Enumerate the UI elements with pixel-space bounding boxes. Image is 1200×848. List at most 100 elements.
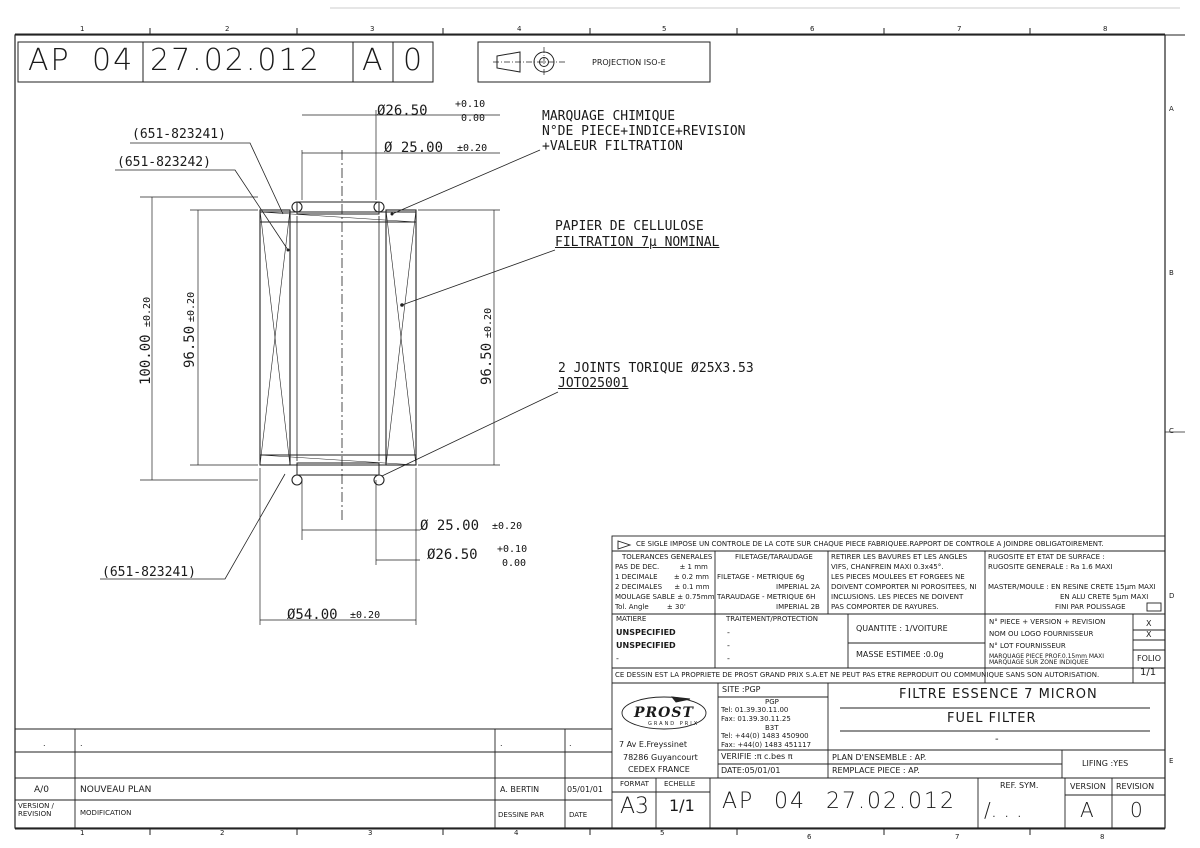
burr-row-6: PAS COMPORTER DE RAYURES.	[831, 603, 939, 611]
rev-row-1-date: .	[569, 739, 572, 748]
grid-top-3: 3	[370, 25, 375, 33]
revision-value: 0	[1130, 798, 1143, 822]
rev-row-1-rev: .	[43, 739, 46, 748]
tolerance-row-5: Tol. Angle ± 30'	[615, 603, 686, 611]
grid-right-c: C	[1169, 427, 1174, 435]
burr-row-3: LES PIECES MOULEES ET FORGEES NE	[831, 573, 965, 581]
matiere-value-3: -	[616, 654, 619, 663]
burr-row-2: VIFS, CHANFREIN MAXI 0.3x45°.	[831, 563, 944, 571]
grid-bottom-7: 7	[955, 833, 960, 841]
grid-bottom-8: 8	[1100, 833, 1105, 841]
address-line-3: CEDEX FRANCE	[628, 765, 690, 774]
grid-bottom-2: 2	[220, 829, 225, 837]
rev-row-1-author: .	[500, 739, 503, 748]
grid-bottom-5: 5	[660, 829, 665, 837]
thread-row-2: IMPERIAL 2A	[776, 583, 820, 591]
thread-title: FILETAGE/TARAUDAGE	[735, 553, 813, 561]
traitement-value-2: -	[727, 641, 730, 650]
roughness-row-4: EN ALU CRETE 5µm MAXI	[1060, 593, 1149, 601]
traitement-label: TRAITEMENT/PROTECTION	[726, 615, 819, 623]
grid-top-5: 5	[662, 25, 667, 33]
verifie: VERIFIE :π c.bes π	[721, 752, 793, 761]
drawing-revision: 0	[403, 43, 425, 78]
dim-outer-diameter: Ø54.00	[287, 607, 338, 623]
site-row-4: B3T	[765, 724, 779, 732]
roughness-row-5: FINI PAR POLISSAGE	[1055, 603, 1126, 611]
grid-right-e: E	[1169, 757, 1174, 765]
rev-head-modification: MODIFICATION	[80, 809, 132, 817]
roughness-row-3: MASTER/MOULE : EN RESINE CRETE 15µm MAXI	[988, 583, 1156, 591]
site-row-1: PGP	[765, 698, 779, 706]
grid-right-d: D	[1169, 592, 1175, 600]
tolerance-row-4: MOULAGE SABLE ± 0.75mm	[615, 593, 715, 601]
dim-bottom-outer: Ø26.50	[427, 547, 478, 563]
number-prefix: AP	[722, 789, 755, 814]
title-en: FUEL FILTER	[947, 711, 1037, 726]
roughness-row-2: RUGOSITE GENERALE : Ra 1.6 MAXI	[988, 563, 1113, 571]
folio-label: FOLIO	[1137, 654, 1162, 663]
dim-top-inner-tol: ±0.20	[457, 143, 488, 154]
version-value: A	[1080, 798, 1094, 822]
dim-top-inner: Ø 25.00	[384, 140, 444, 156]
dim-top-outer-tol-plus: +0.10	[455, 99, 486, 110]
echelle-label: ECHELLE	[664, 780, 696, 788]
note-marking-line-3: +VALEUR FILTRATION	[542, 139, 683, 154]
drawing-part-number: 27.02.012	[150, 43, 321, 78]
marking-row-3: N° LOT FOURNISSEUR	[989, 642, 1066, 650]
echelle-value: 1/1	[669, 796, 695, 815]
traitement-value-1: -	[727, 628, 730, 637]
part-ref-top-2: (651-823242)	[117, 155, 211, 170]
drawing-index: A	[362, 43, 385, 78]
tolerance-row-3: 2 DECIMALES ± 0.1 mm	[615, 583, 710, 591]
grid-top-8: 8	[1103, 25, 1108, 33]
number-group: 04	[774, 789, 806, 814]
format-label: FORMAT	[620, 780, 649, 788]
burr-row-1: RETIRER LES BAVURES ET LES ANGLES	[831, 553, 968, 561]
rev-row-1-desc: .	[80, 739, 83, 748]
marking-check-1: X	[1146, 619, 1152, 628]
tolerance-title: TOLERANCES GENERALES	[622, 553, 713, 561]
dim-media-right: 96.50	[479, 342, 495, 385]
grid-bottom-3: 3	[368, 829, 373, 837]
marking-row-4: MARQUAGE PIECE PROF.0.15mm MAXI	[989, 653, 1104, 660]
part-ref-bottom: (651-823241)	[102, 565, 196, 580]
plan-ensemble: PLAN D'ENSEMBLE : AP.	[832, 753, 927, 762]
lifing: LIFING :YES	[1082, 759, 1129, 768]
note-seal-line-2: JOTO25001	[558, 376, 629, 391]
thread-row-4: IMPERIAL 2B	[776, 603, 820, 611]
part-ref-top-1: (651-823241)	[132, 127, 226, 142]
note-marking-line-1: MARQUAGE CHIMIQUE	[542, 109, 676, 124]
ref-sym-value: /. . .	[984, 798, 1023, 822]
remplace-piece: REMPLACE PIECE : AP.	[832, 766, 920, 775]
grid-top-1: 1	[80, 25, 85, 33]
grid-top-6: 6	[810, 25, 815, 33]
dim-bottom-inner-tol: ±0.20	[492, 521, 523, 532]
traitement-value-3: -	[727, 654, 730, 663]
matiere-value-1: UNSPECIFIED	[616, 628, 676, 637]
ref-sym-label: REF. SYM.	[1000, 781, 1039, 790]
dim-outer-diameter-tol: ±0.20	[350, 610, 381, 621]
note-paper-line-1: PAPIER DE CELLULOSE	[555, 219, 704, 234]
drawing-date: DATE:05/01/01	[721, 766, 781, 775]
company-logo: PROST	[634, 705, 694, 721]
note-paper-line-2: FILTRATION 7µ NOMINAL	[555, 235, 720, 250]
revision-label: REVISION	[1116, 782, 1155, 791]
dim-bottom-outer-tol-plus: +0.10	[497, 544, 528, 555]
grid-bottom-1: 1	[80, 829, 85, 837]
site-row-6: Fax: +44(0) 1483 451117	[721, 741, 812, 749]
dim-media-left: 96.50	[182, 325, 198, 368]
projection-label: PROJECTION ISO-E	[592, 58, 666, 67]
format-value: A3	[620, 794, 650, 819]
company-logo-sub: GRAND PRIX	[648, 721, 700, 727]
folio-value: 1/1	[1140, 667, 1157, 678]
dim-media-left-tol: ±0.20	[186, 291, 197, 322]
quantite: QUANTITE : 1/VOITURE	[856, 624, 948, 633]
marking-row-5: MARQUAGE SUR ZONE INDIQUEE	[989, 659, 1089, 666]
property-notice: CE DESSIN EST LA PROPRIETE DE PROST GRAN…	[615, 671, 1100, 679]
note-seal-line-1: 2 JOINTS TORIQUE Ø25X3.53	[558, 361, 754, 376]
matiere-value-2: UNSPECIFIED	[616, 641, 676, 650]
title-fr: FILTRE ESSENCE 7 MICRON	[899, 687, 1098, 702]
site-row-5: Tel: +44(0) 1483 450900	[721, 732, 809, 740]
site-label: SITE :PGP	[722, 685, 761, 694]
